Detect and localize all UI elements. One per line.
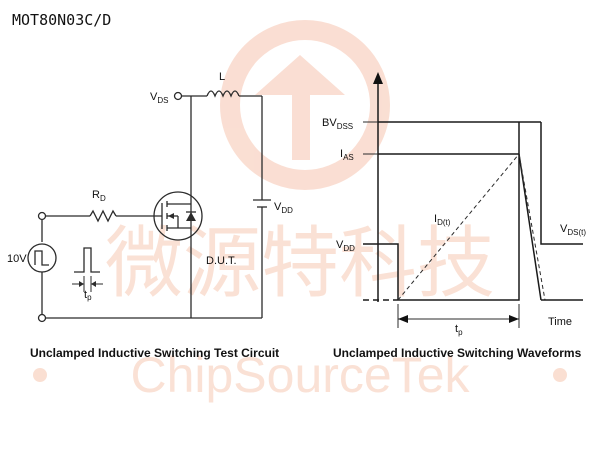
pulse-width-symbol [74,247,100,273]
watermark-cn-text: 微源特科技 [105,219,495,309]
ias-label: IAS [340,148,354,162]
time-axis-label: Time [548,316,572,328]
id-label: ID(t) [434,213,451,227]
waveform-plot: BVDSS IAS VDD [322,72,586,360]
watermark-dot-left [33,368,47,382]
vds-terminal [173,91,183,101]
vds-waveform [363,122,583,301]
vds-t-label: VDS(t) [560,223,586,237]
inductor-symbol [206,90,240,98]
y-axis-arrow [373,72,383,84]
circuit-vdd-label: VDD [274,201,293,215]
gate-terminal-bottom [37,313,47,323]
pulse-width-label: tp [84,289,92,302]
watermark: 微源特科技 ChipSourceTek [33,20,567,403]
circuit-vds-label: VDS [150,91,168,105]
part-number: MOT80N03C/D [12,11,111,29]
bvdss-label: BVDSS [322,117,353,131]
id-ramp-dashed [397,153,520,301]
waveform-caption: Unclamped Inductive Switching Waveforms [333,346,582,360]
resistor-symbol [89,209,117,223]
inductor-label: L [219,71,225,83]
watermark-en-text: ChipSourceTek [130,347,470,403]
vdd-level-label: VDD [336,239,355,253]
id-decay [518,153,542,301]
test-circuit: VDS L VDD [7,71,293,360]
circuit-caption: Unclamped Inductive Switching Test Circu… [30,346,279,360]
tp-label: tp [455,323,463,337]
gate-terminal-top [37,211,47,221]
watermark-dot-right [553,368,567,382]
source-voltage-label: 10V [7,253,27,265]
watermark-logo [220,20,390,190]
resistor-label: RD [92,189,106,203]
dut-label: D.U.T. [206,255,237,267]
